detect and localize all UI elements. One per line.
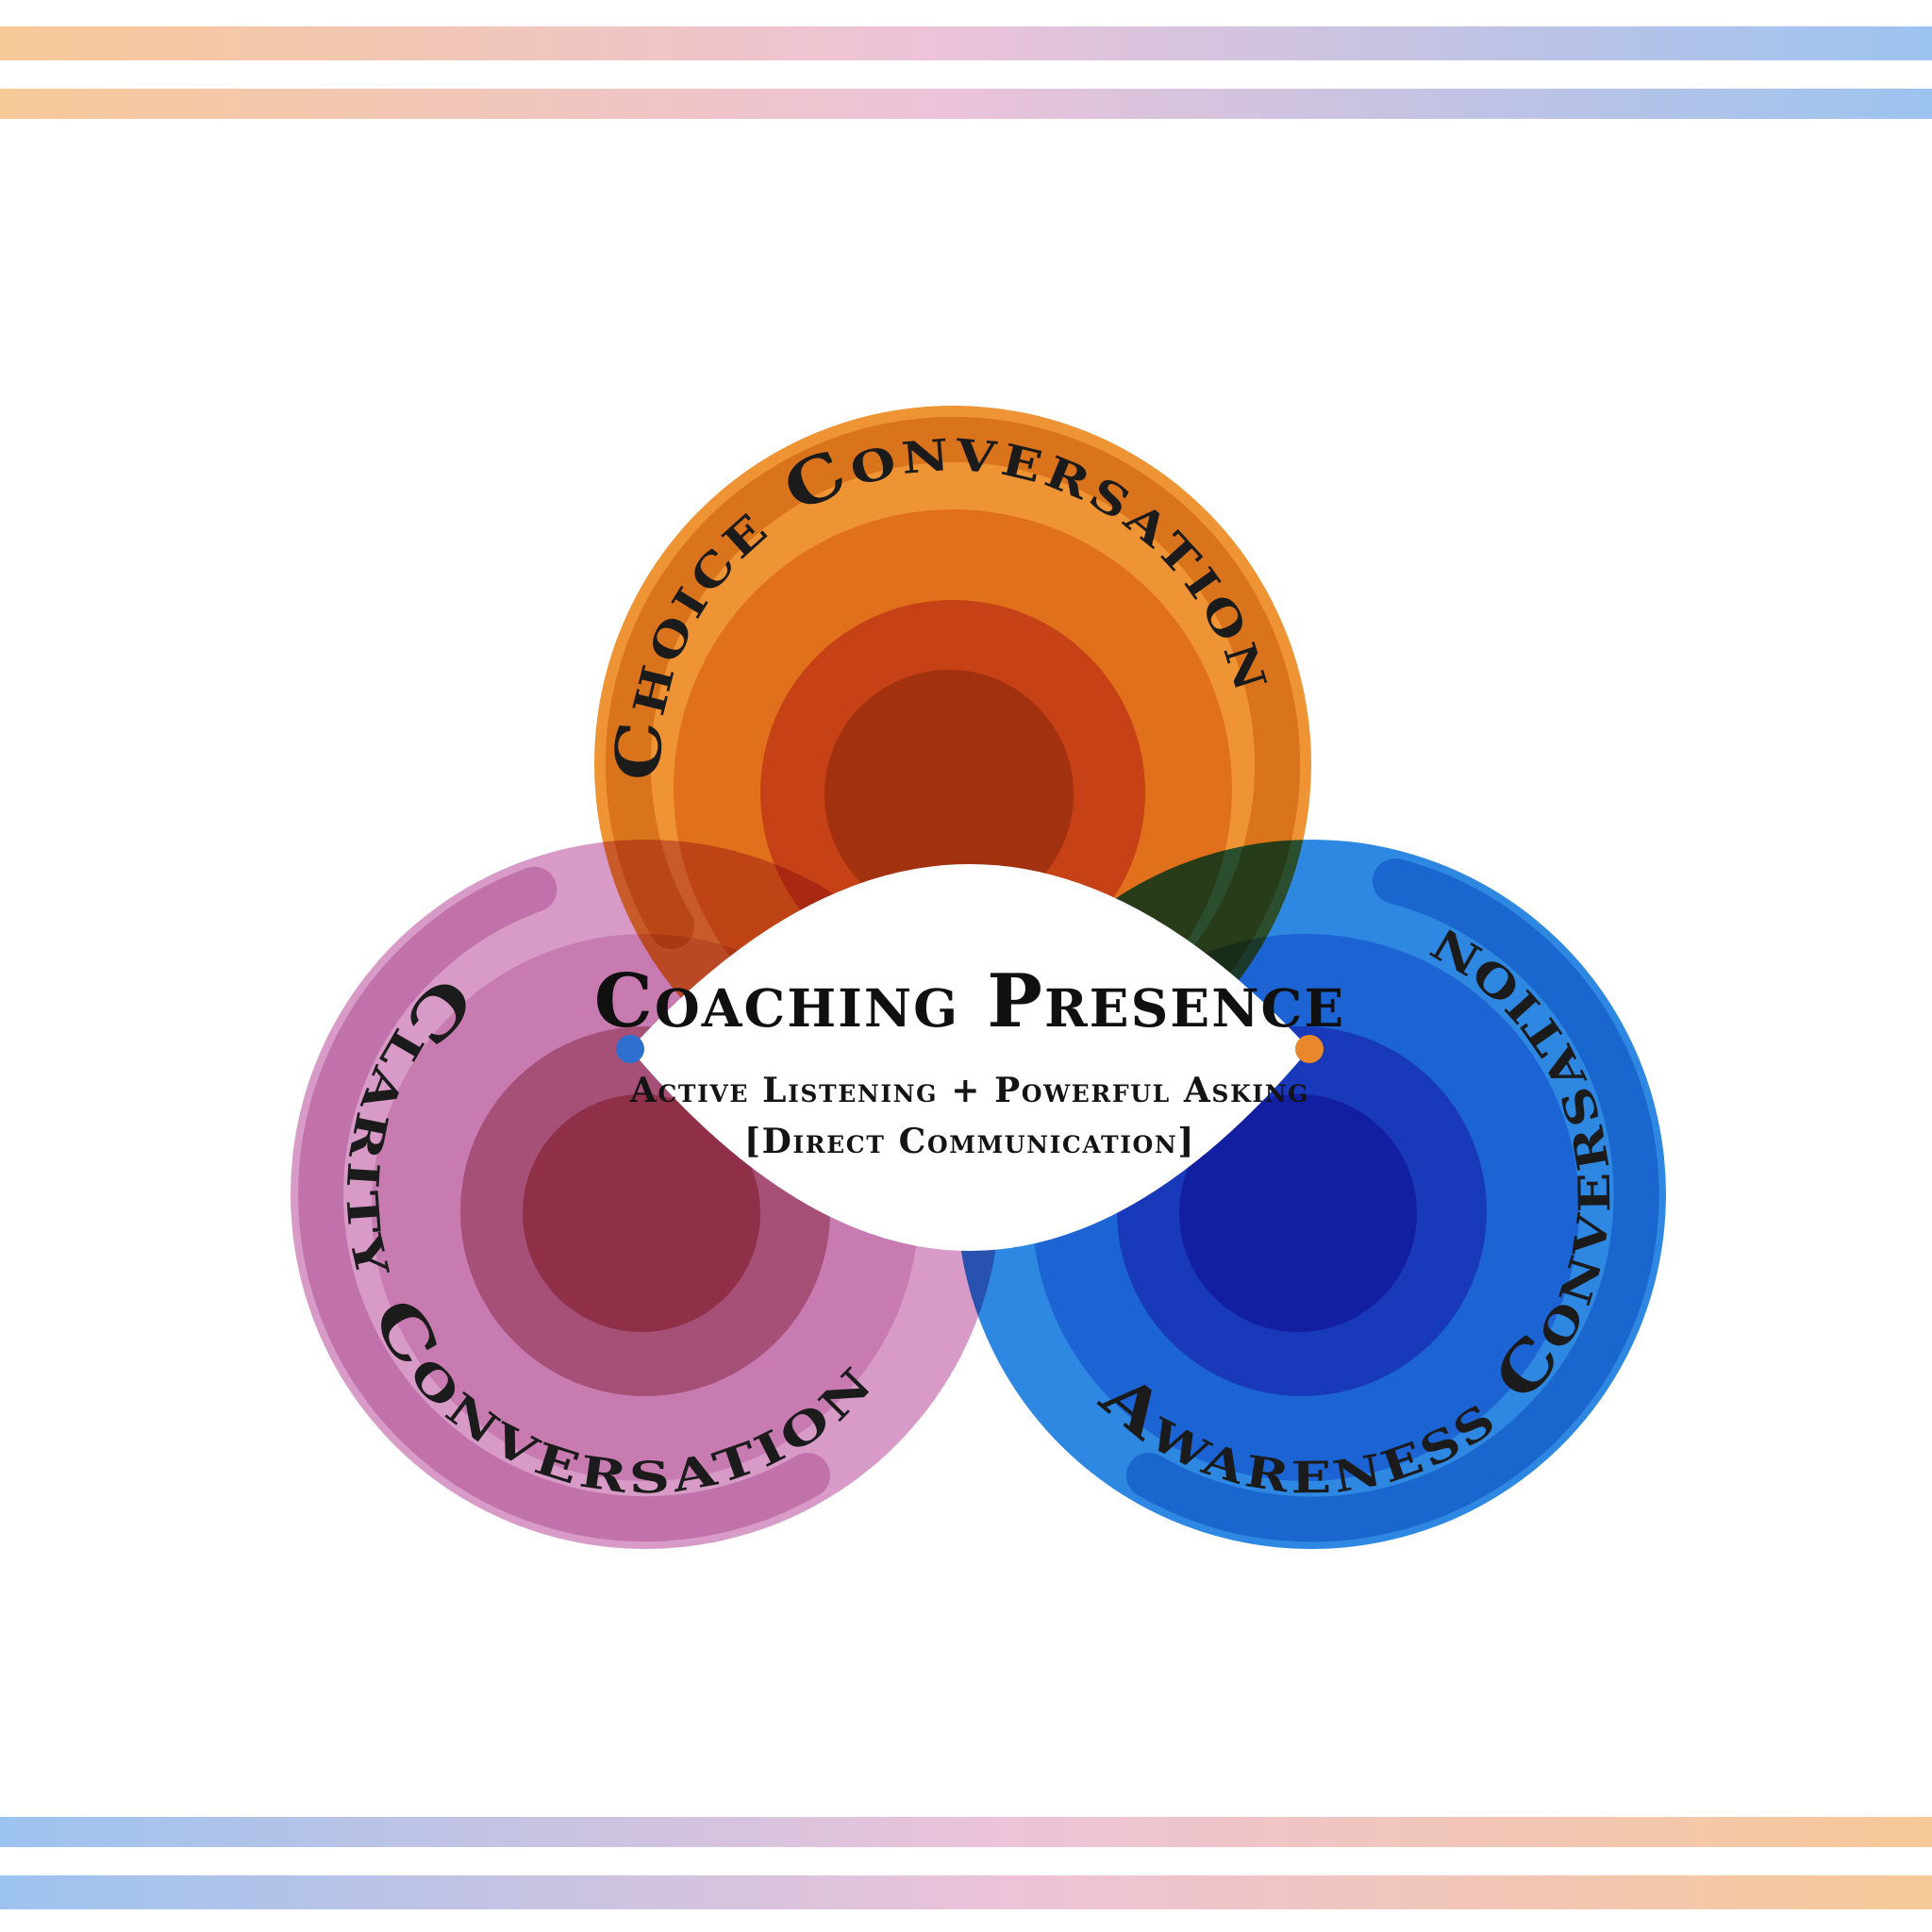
right-line-dot — [1295, 1035, 1324, 1063]
clarity-swirl-tail — [298, 866, 830, 1542]
center-title: Coaching Presence — [594, 958, 1345, 1044]
bottom-stripe-2 — [0, 1875, 1932, 1909]
bottom-stripe-1 — [0, 1817, 1932, 1847]
center-subtitle: Active Listening + Powerful Asking — [629, 1071, 1309, 1110]
top-stripe-2 — [0, 89, 1932, 119]
center-lens — [630, 864, 1309, 1251]
awareness-swirl-tail — [1126, 858, 1659, 1542]
left-line-dot — [616, 1035, 644, 1063]
choice-ring-core — [824, 670, 1074, 919]
awareness-ring-core — [1179, 1094, 1417, 1332]
center-note: [Direct Communication] — [744, 1122, 1195, 1161]
clarity-ring-core — [523, 1094, 760, 1332]
top-stripe-1 — [0, 26, 1932, 60]
